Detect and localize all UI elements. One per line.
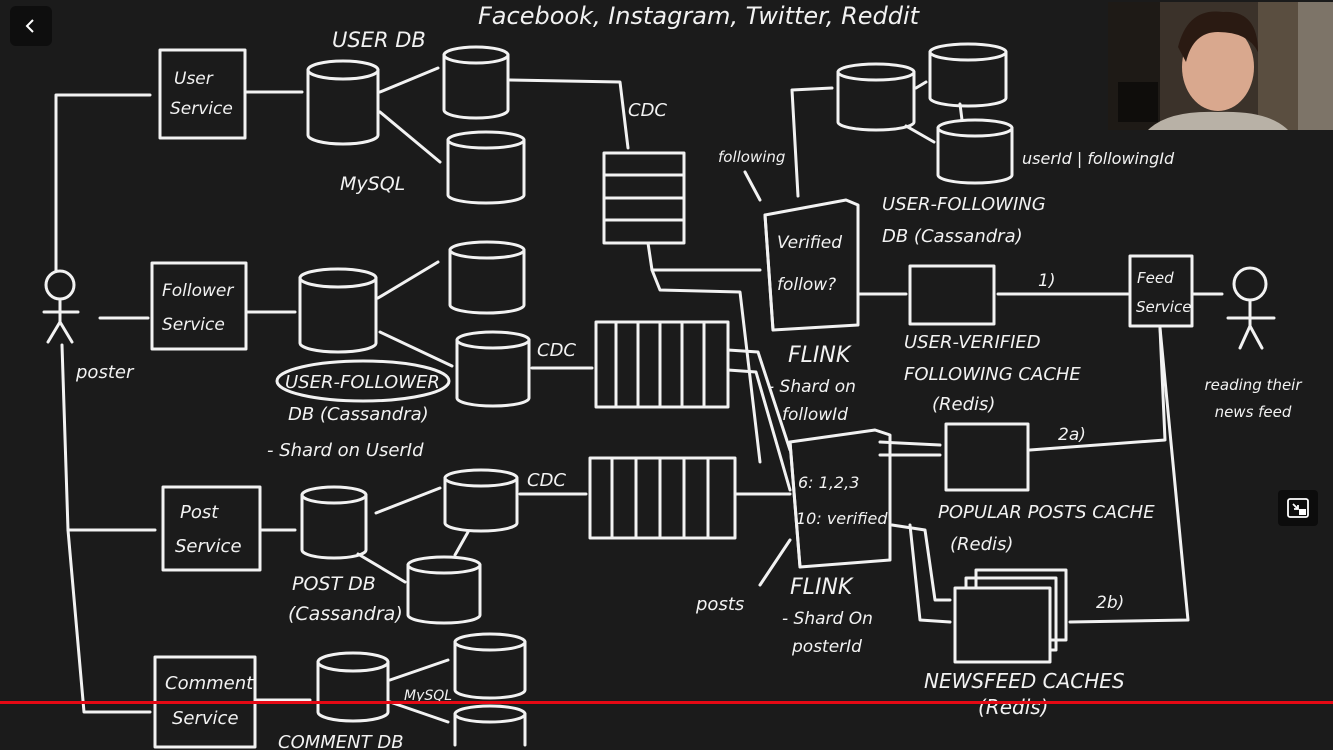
following-note-arrow <box>743 170 762 202</box>
presenter-video <box>1108 2 1333 130</box>
flink2-popular-arrow <box>878 440 942 457</box>
posts-note-arrow <box>758 538 792 587</box>
webcam-overlay <box>1108 2 1333 130</box>
user-following-key-note: userId | followingId <box>1022 149 1175 168</box>
progress-fill <box>0 701 1333 704</box>
exit-fullscreen-button[interactable] <box>1278 490 1318 526</box>
step-2b-label: 2b) <box>1096 593 1124 613</box>
newsfeed-caches-stack <box>890 523 1068 664</box>
queue-user <box>602 151 686 245</box>
user-verified-cache-label: USER-VERIFIED FOLLOWING CACHE (Redis) <box>904 332 1087 415</box>
step-1-label: 1) <box>1038 271 1055 291</box>
reader-label-wrap: reading their news feed <box>1204 376 1302 421</box>
queue-post <box>588 456 737 540</box>
flink-2-box <box>788 428 892 569</box>
flink-1-box <box>763 198 860 332</box>
newsfeed-caches-label: NEWSFEED CACHES(Redis) <box>924 669 1125 719</box>
chevron-left-icon <box>25 19 34 33</box>
user-db-cylinders <box>306 45 526 205</box>
flink-2-label: FLINK <box>790 575 854 600</box>
comment-db-label: COMMENT DB <box>278 732 404 750</box>
user-follower-db-label: USER-FOLLOWER DB (Cassandra) - Shard on … <box>267 372 446 461</box>
step-2a-label: 2a) <box>1058 425 1086 445</box>
reader-label: reading their news feed <box>1204 376 1302 421</box>
poster-label: poster <box>75 362 135 383</box>
feed-service-box <box>1128 254 1194 328</box>
poster-figure <box>42 269 80 344</box>
mysql-label: MySQL <box>340 173 405 195</box>
cdc-label-1: CDC <box>628 100 667 121</box>
comment-mysql-label: MySQL <box>404 688 452 704</box>
flink-1-label: FLINK <box>788 343 852 368</box>
post-db-cylinders <box>300 468 519 625</box>
feed-arrows <box>996 292 1224 624</box>
exit-fullscreen-icon <box>1287 498 1309 518</box>
user-service-box <box>158 48 247 140</box>
cdc-arrows <box>508 78 630 496</box>
user-following-db-cylinders <box>790 42 1014 198</box>
cdc-label-2: CDC <box>537 340 576 361</box>
cdc-label-3: CDC <box>527 470 566 491</box>
queue-flink-arrows <box>646 241 792 496</box>
posts-note: posts <box>695 594 744 615</box>
queue-follower <box>594 320 730 409</box>
back-button[interactable] <box>10 6 52 46</box>
popular-posts-cache-box <box>944 422 1030 492</box>
diagram-title: Facebook, Instagram, Twitter, Reddit <box>478 2 921 30</box>
user-db-label: USER DB <box>332 28 426 52</box>
user-follower-db-cylinders <box>275 240 531 408</box>
user-verified-cache-box <box>908 264 996 326</box>
following-note: following <box>718 148 785 166</box>
poster-arrows <box>54 93 157 714</box>
service-db-arrows <box>243 90 312 702</box>
post-db-label: POST DB (Cassandra) <box>288 573 403 625</box>
popular-posts-cache-label: POPULAR POSTS CACHE(Redis) <box>938 502 1155 555</box>
comment-db-cylinders <box>316 632 527 747</box>
video-progress-bar[interactable] <box>0 701 1333 704</box>
follower-service-box <box>150 261 248 351</box>
reader-figure <box>1226 266 1276 350</box>
post-service-box <box>161 485 262 572</box>
